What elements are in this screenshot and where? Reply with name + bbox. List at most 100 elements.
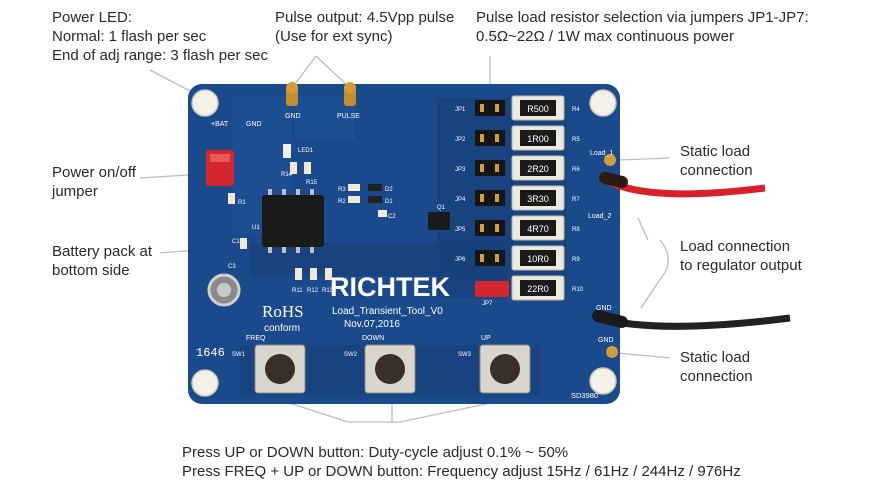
jumper-header (475, 160, 505, 176)
jumper-header (475, 130, 505, 146)
jumper-pin (480, 254, 484, 262)
rohs-sub: conform (264, 323, 300, 334)
power-jumper-line1: Power on/off (52, 164, 136, 181)
jumper-label: JP6 (455, 257, 466, 263)
mounting-holes (191, 89, 617, 397)
label-r1: R1 (238, 200, 246, 206)
red-wire-terminal (599, 172, 628, 188)
jumper-header (475, 220, 505, 236)
black-wire (598, 314, 791, 330)
test-pin-load1 (604, 154, 616, 166)
button-down[interactable] (364, 344, 416, 394)
jumper-jp7 (475, 281, 509, 297)
resistor-ref: R7 (572, 197, 580, 203)
label-led: LED1 (298, 148, 314, 154)
resistor-face (520, 100, 556, 116)
load-regulator-annotation: Load connection to regulator output (680, 237, 802, 275)
label-r14: R14 (281, 172, 293, 178)
black-wire-terminal (592, 310, 628, 328)
resistor-face (520, 250, 556, 266)
pulse-load-annotation: Pulse load resistor selection via jumper… (476, 8, 809, 46)
static-load-bottom-line1: Static load (680, 349, 751, 366)
label-down: DOWN (362, 335, 384, 342)
label-freq: FREQ (246, 335, 266, 342)
jumper-header (475, 100, 505, 116)
button-freq[interactable] (254, 344, 306, 394)
resistor-ref: R6 (572, 167, 580, 173)
rohs-mark: RoHS (262, 302, 304, 321)
test-pin-gnd-right (606, 346, 618, 358)
jumper-label: JP2 (455, 137, 466, 143)
label-d2: D2 (385, 187, 393, 193)
board-name: Load_Transient_Tool_V0 (332, 306, 443, 317)
jumper-pin (495, 194, 499, 202)
resistor-face (520, 190, 556, 206)
smd-parts (228, 162, 387, 280)
label-bat: +BAT (211, 121, 229, 128)
buttons-annotation: Press UP or DOWN button: Duty-cycle adju… (182, 443, 741, 481)
label-gnd-top: GND (285, 113, 301, 120)
jumper-label: JP3 (455, 167, 466, 173)
resistor-code: 1R00 (527, 134, 549, 144)
resistor-code: 22R0 (527, 284, 549, 294)
static-load-top-annotation: Static load connection (680, 142, 753, 180)
button-up[interactable] (479, 344, 531, 394)
jumper-pin (495, 254, 499, 262)
label-sw2: SW2 (344, 352, 358, 358)
buttons-line1: Press UP or DOWN button: Duty-cycle adju… (182, 444, 569, 461)
resistor-code: R500 (527, 104, 549, 114)
label-u1: U1 (252, 225, 260, 231)
buttons-line2: Press FREQ + UP or DOWN button: Frequenc… (182, 463, 741, 480)
jumper-pin (480, 134, 484, 142)
jumper-pin (495, 104, 499, 112)
jumper-label: JP4 (455, 197, 466, 203)
pulse-load-line2: 0.5Ω~22Ω / 1W max continuous power (476, 28, 734, 45)
resistor-face (520, 220, 556, 236)
power-led-line2: End of adj range: 3 flash per sec (52, 47, 268, 64)
battery-line2: bottom side (52, 262, 130, 279)
board-date: Nov.07,2016 (344, 319, 400, 330)
resistor-code: 10R0 (527, 254, 549, 264)
lot-number: 1646 (196, 346, 225, 360)
load-regulator-line2: to regulator output (680, 257, 802, 274)
power-jumper-annotation: Power on/off jumper (52, 163, 136, 201)
resistor-ref: R4 (572, 107, 580, 113)
label-load2: Load_2 (588, 213, 611, 220)
label-c2: C2 (388, 214, 396, 220)
label-r15: R15 (306, 180, 318, 186)
red-wire (603, 176, 766, 198)
jumper-header (475, 190, 505, 206)
power-led (283, 144, 291, 158)
test-pin-pulse (344, 82, 356, 106)
resistor-ref: R8 (572, 227, 580, 233)
jumper-pin (480, 104, 484, 112)
jumper-label: JP1 (455, 107, 466, 113)
label-r12: R12 (307, 288, 319, 294)
label-up: UP (481, 335, 491, 342)
resistor-face (520, 130, 556, 146)
resistor-ref: R9 (572, 257, 580, 263)
label-r11: R11 (292, 288, 303, 294)
power-led-annotation: Power LED: Normal: 1 flash per sec End o… (52, 8, 268, 65)
jumper-header (475, 250, 505, 266)
battery-line1: Battery pack at (52, 243, 153, 260)
resistor-face (520, 280, 556, 296)
power-led-title: Power LED: (52, 9, 133, 26)
static-load-top-line1: Static load (680, 143, 751, 160)
resistor-ref: R5 (572, 137, 580, 143)
jumper-pin (495, 164, 499, 172)
resistor-ref: R10 (572, 287, 584, 293)
battery-annotation: Battery pack at bottom side (52, 242, 152, 280)
resistor-code: 4R70 (527, 224, 549, 234)
jumper-pin (480, 224, 484, 232)
label-r2: R2 (338, 199, 346, 205)
jumper-pin (495, 134, 499, 142)
label-load1: Load_1 (590, 150, 613, 157)
serial-number: SD3980 (571, 391, 598, 400)
resistor-code: 3R30 (527, 194, 549, 204)
pulse-output-line1: Pulse output: 4.5Vpp pulse (275, 9, 455, 26)
power-jumper-line2: jumper (52, 183, 98, 200)
